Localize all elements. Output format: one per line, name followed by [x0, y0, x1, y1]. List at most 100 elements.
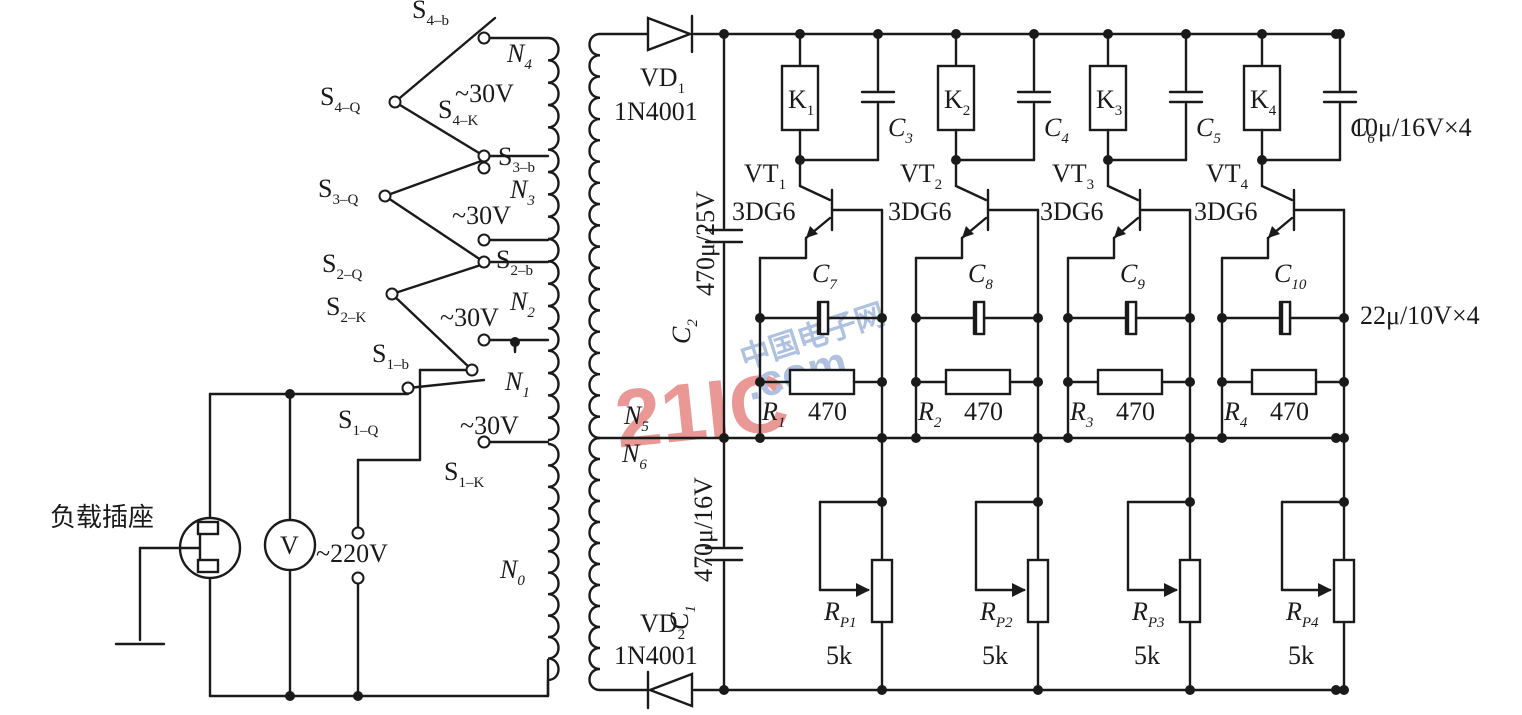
label-30v-n4: ~30V — [455, 79, 514, 108]
label-pot-1: RP1 — [823, 597, 857, 631]
label-transistor-part-3: 3DG6 — [1040, 197, 1104, 226]
mains-terminal-top — [351, 526, 365, 540]
label-c1: C1 — [665, 605, 699, 630]
label-relay-2: K2 — [944, 85, 970, 119]
relay-k3-icon — [1088, 64, 1128, 132]
tap-switch-network — [356, 16, 550, 462]
label-resistor-3: R3 — [1069, 397, 1093, 431]
label-n5: N5 — [623, 401, 649, 435]
relay-k2-icon — [936, 64, 976, 132]
label-cap-4: C6 — [1350, 113, 1375, 147]
switch-contact — [477, 333, 491, 347]
label-pot-value-2: 5k — [982, 641, 1008, 670]
label-relay-3: K3 — [1096, 85, 1122, 119]
label-cap-3: C5 — [1196, 113, 1221, 147]
label-s2k: S2–K — [326, 292, 366, 326]
load-socket-label: 负载插座 — [50, 503, 154, 533]
resistor-r2-icon — [944, 368, 1012, 396]
voltmeter-icon — [263, 518, 317, 572]
winding-labels: N4 ~30V N3 ~30V N2 ~30V N1 ~30V N5 N6 N0 — [440, 39, 649, 589]
label-transistor-part-1: 3DG6 — [732, 197, 796, 226]
switch-contact — [477, 149, 491, 163]
label-resistor-value-3: 470 — [1116, 397, 1155, 426]
mains-section: ~220V V 负载插座 — [50, 389, 550, 701]
label-relay-4: K4 — [1250, 85, 1277, 119]
switch-contact — [388, 95, 402, 109]
label-resistor-4: R4 — [1223, 397, 1248, 431]
label-resistor-1: R1 — [761, 397, 785, 431]
label-pot-value-3: 5k — [1134, 641, 1160, 670]
label-transistor-1: VT1 — [744, 159, 786, 193]
label-s4b: S4–b — [412, 0, 449, 29]
label-c2-value: 470μ/25V — [691, 191, 720, 296]
label-s2q: S2–Q — [322, 249, 362, 283]
label-transistor-4: VT4 — [1206, 159, 1249, 193]
load-socket-icon — [114, 516, 242, 646]
label-pot-4: RP4 — [1285, 597, 1319, 631]
label-vd1-part: 1N4001 — [614, 97, 698, 126]
switch-contact — [401, 381, 415, 395]
label-n4: N4 — [506, 39, 532, 73]
label-pot-2: RP2 — [979, 597, 1013, 631]
voltmeter-label: V — [280, 531, 299, 560]
label-resistor-2: R2 — [917, 397, 942, 431]
label-pot-value-4: 5k — [1288, 641, 1314, 670]
label-resistor-value-2: 470 — [964, 397, 1003, 426]
label-transistor-2: VT2 — [900, 159, 942, 193]
switch-contact — [477, 233, 491, 247]
label-emit-cap-2: C8 — [968, 259, 993, 293]
diode-vd1-icon — [646, 14, 694, 54]
label-emit-cap-3: C9 — [1120, 259, 1145, 293]
label-n6: N6 — [621, 439, 647, 473]
resistor-r4-icon — [1250, 368, 1318, 396]
label-n2: N2 — [509, 287, 535, 321]
label-cap-2: C4 — [1044, 113, 1069, 147]
label-emitter-caps-note: 22μ/10V×4 — [1360, 301, 1480, 330]
resistor-r3-icon — [1096, 368, 1164, 396]
label-vd1: VD1 — [640, 63, 685, 97]
label-resistor-value-1: 470 — [808, 397, 847, 426]
label-s3q: S3–Q — [318, 174, 358, 208]
transformer-secondary — [588, 32, 601, 692]
label-vd2: VD2 — [640, 609, 685, 643]
label-cap-1: C3 — [888, 113, 913, 147]
label-resistor-value-4: 470 — [1270, 397, 1309, 426]
pot-rp3-icon — [1178, 558, 1202, 624]
label-c2: C2 — [667, 319, 701, 344]
label-emit-cap-4: C10 — [1274, 259, 1307, 293]
label-mains-voltage: ~220V — [316, 539, 388, 568]
label-n3: N3 — [509, 175, 535, 209]
label-s3b: S3–b — [498, 142, 535, 176]
watermark-logo: 21IC — [611, 357, 793, 466]
label-s4q: S4–Q — [320, 82, 360, 116]
label-30v-n3: ~30V — [452, 201, 511, 230]
switch-contact — [465, 363, 479, 377]
switch-contact — [477, 255, 491, 269]
label-s1q: S1–Q — [338, 405, 378, 439]
mains-terminal-bottom — [351, 571, 365, 585]
diode-vd2-icon — [646, 670, 694, 710]
switch-contact — [477, 31, 491, 45]
pot-rp2-icon — [1026, 558, 1050, 624]
label-30v-n1: ~30V — [460, 411, 519, 440]
label-vd2-part: 1N4001 — [614, 641, 698, 670]
pot-rp1-icon — [870, 558, 894, 624]
label-pot-value-1: 5k — [826, 641, 852, 670]
label-transistor-3: VT3 — [1052, 159, 1094, 193]
label-30v-n2: ~30V — [440, 303, 499, 332]
label-s1b: S1–b — [372, 339, 409, 373]
switch-contact — [477, 435, 491, 449]
label-s2b: S2–b — [496, 245, 533, 279]
label-s1k: S1–K — [444, 457, 484, 491]
pot-rp4-icon — [1332, 558, 1356, 624]
label-emit-cap-1: C7 — [812, 259, 838, 293]
switch-labels: S4–b S4–Q S4–K S3–b S3–Q S2–Q S2–b S2–K … — [318, 0, 535, 491]
label-n1: N1 — [504, 367, 530, 401]
